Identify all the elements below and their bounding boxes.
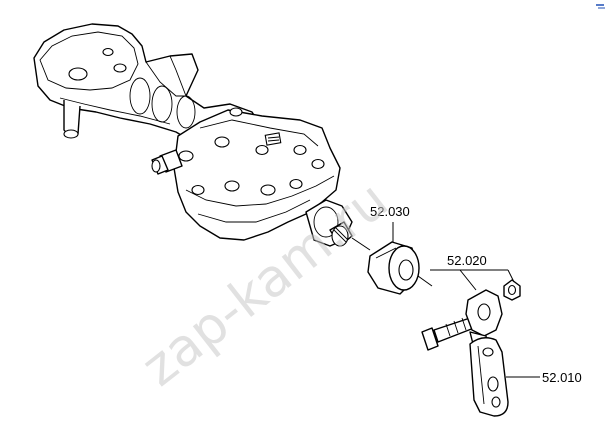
leader-lines [392, 222, 540, 378]
callout-52-010: 52.010 [542, 370, 582, 385]
lever-part [469, 337, 509, 417]
callout-52-030: 52.030 [370, 204, 410, 219]
valve-housing [33, 23, 353, 247]
callout-52-020: 52.020 [447, 253, 487, 268]
bushing-part [351, 237, 433, 295]
hose-fitting [151, 149, 183, 175]
output-shaft [305, 199, 353, 247]
corner-mark [596, 4, 605, 9]
clamp-part [421, 279, 521, 351]
